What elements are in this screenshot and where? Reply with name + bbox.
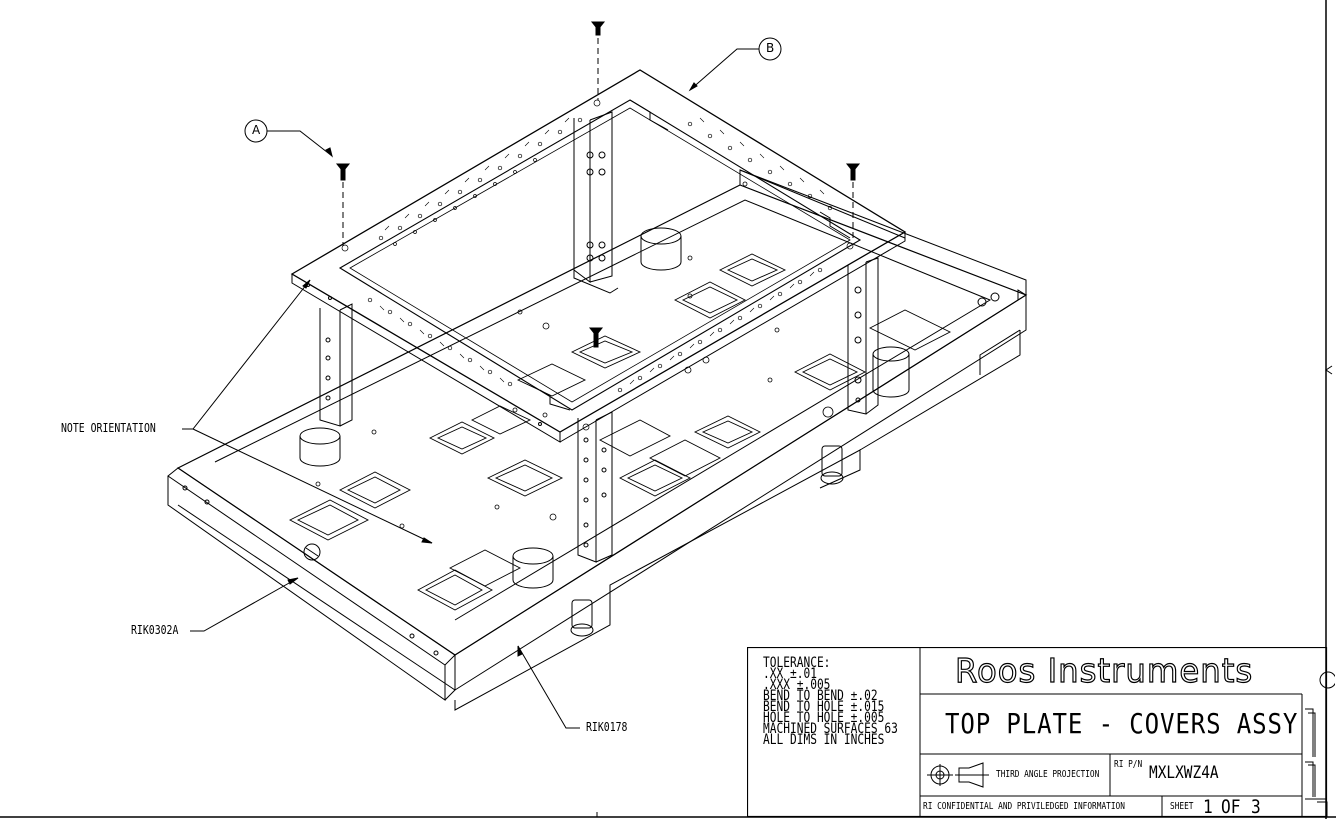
sheet-label: SHEET (1170, 801, 1194, 812)
part-number-value: MXLXWZ4A (1149, 763, 1219, 783)
note-orientation-label: NOTE ORIENTATION (61, 421, 156, 435)
title-block: TOLERANCE: .XX ±.01 .XXX ±.005 BEND TO B… (746, 646, 1336, 818)
top-plate (290, 69, 907, 443)
drawing-title: TOP PLATE - COVERS ASSY (945, 707, 1299, 740)
projection-label: THIRD ANGLE PROJECTION (996, 769, 1100, 780)
confidential-notice: RI CONFIDENTIAL AND PRIVILEDGED INFORMAT… (923, 801, 1125, 812)
base-tray (167, 169, 1028, 711)
rik0178-label: RIK0178 (586, 720, 628, 734)
part-number-label: RI P/N (1114, 759, 1143, 770)
callout-leaders (182, 37, 782, 729)
sheet-number: 1 (1203, 796, 1213, 818)
tolerance-line-3: .XXX ±.005 (763, 677, 831, 693)
tolerance-line-6: HOLE TO HOLE ±.005 (763, 710, 885, 726)
tolerance-line-7: MACHINED SURFACES 63 (763, 721, 898, 737)
rik0302a-label: RIK0302A (131, 623, 179, 637)
tolerance-line-1: TOLERANCE: (763, 655, 831, 671)
tolerance-line-5: BEND TO HOLE ±.015 (763, 699, 885, 715)
sheet-total: 3 (1251, 796, 1261, 818)
callout-a-letter: A (252, 123, 261, 137)
tolerance-line-2: .XX ±.01 (763, 666, 817, 682)
sheet-of-label: OF (1221, 796, 1241, 818)
company-logo-text: Roos Instruments (954, 650, 1254, 690)
screws (335, 21, 861, 348)
tolerance-line-4: BEND TO BEND ±.02 (763, 688, 878, 704)
tolerance-line-8: ALL DIMS IN INCHES (763, 732, 885, 748)
standoff-posts (319, 111, 879, 563)
callout-b-letter: B (766, 41, 775, 55)
